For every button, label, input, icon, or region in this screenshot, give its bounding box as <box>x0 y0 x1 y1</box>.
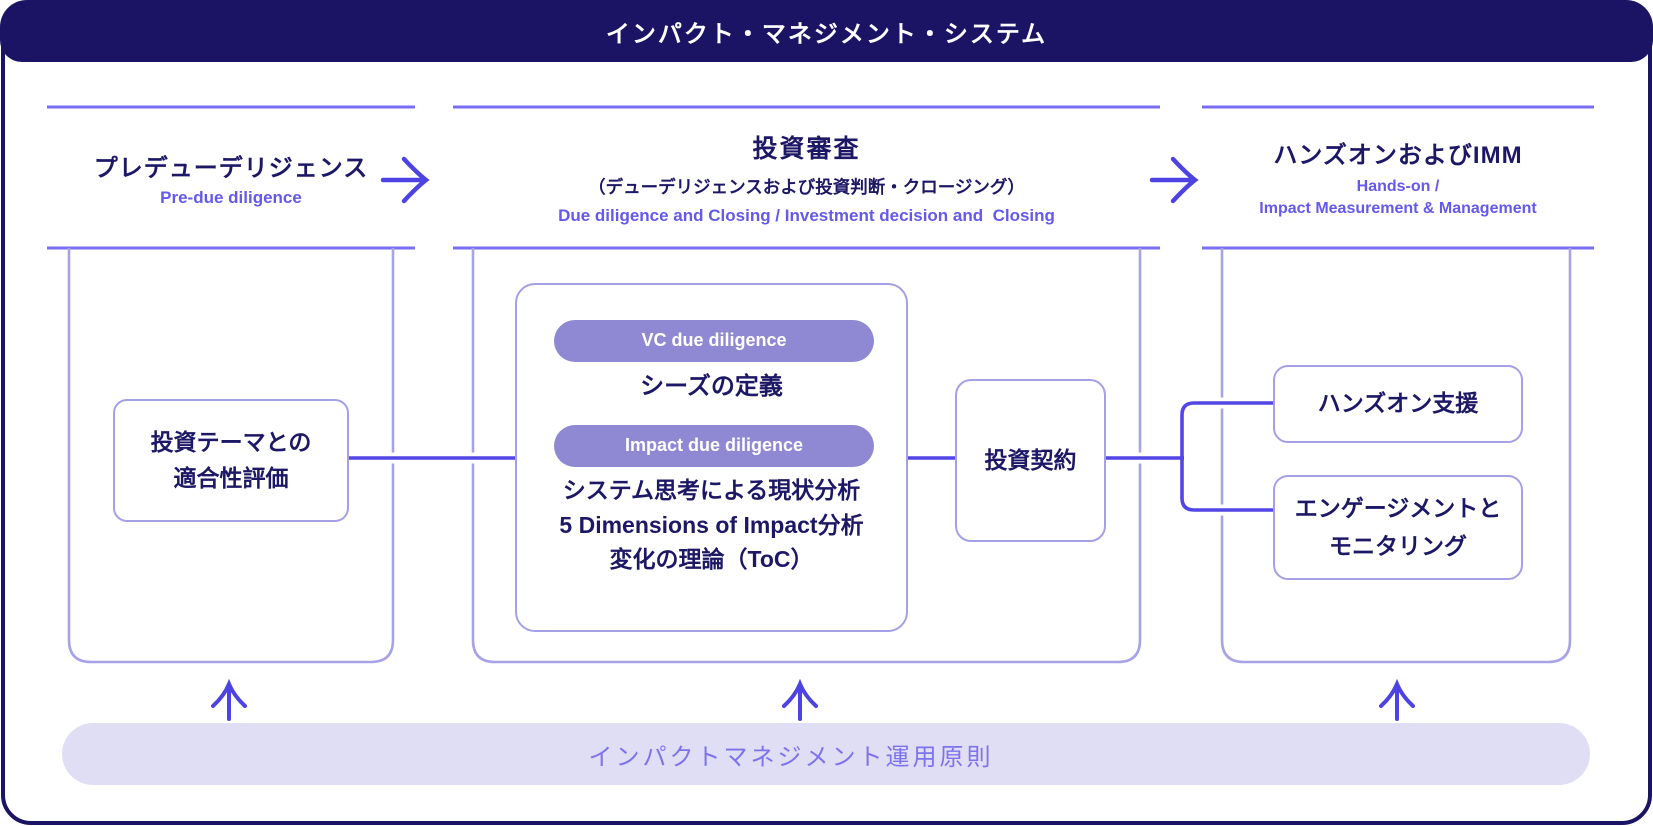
bracket-connector <box>1180 401 1280 512</box>
seeds-definition-label: シーズの定義 <box>640 373 783 400</box>
principles-bar: インパクトマネジメント運用原則 <box>62 723 1590 785</box>
phase-title: ハンズオンおよびIMM <box>1273 142 1523 170</box>
phase-header-handson: ハンズオンおよびIMM Hands-on / Impact Measuremen… <box>1202 107 1594 248</box>
analysis-lines: システム思考による現状分析 5 Dimensions of Impact分析 変… <box>517 473 906 577</box>
flow-connectors <box>340 401 1280 512</box>
vc-due-diligence-pill: VC due diligence <box>554 320 874 362</box>
analysis-line: 5 Dimensions of Impact分析 <box>559 511 864 538</box>
pre-phase-container <box>67 248 395 664</box>
arrow-up-icon <box>211 678 247 721</box>
principles-up-arrows <box>211 678 1415 721</box>
due-diligence-detail-box: VC due diligence シーズの定義 Impact due dilig… <box>515 283 908 632</box>
arrow-up-icon <box>782 678 818 721</box>
top-banner: インパクト・マネジメント・システム <box>0 0 1653 62</box>
phase-subtitle-ja: （デューデリジェンスおよび投資判断・クロージング） <box>588 177 1025 197</box>
arrow-up-icon <box>1379 678 1415 721</box>
screening-phase-container <box>471 248 1142 664</box>
phase-container-outlines <box>67 248 1572 664</box>
impact-due-diligence-pill: Impact due diligence <box>554 425 874 467</box>
analysis-line: システム思考による現状分析 <box>562 477 861 503</box>
principles-label: インパクトマネジメント運用原則 <box>588 743 994 771</box>
phase-subtitle-en: Hands-on / Impact Measurement & Manageme… <box>1259 178 1537 217</box>
engagement-monitoring-box: エンゲージメントと モニタリング <box>1273 475 1523 580</box>
investment-contract-box: 投資契約 <box>955 379 1106 542</box>
theme-fit-box: 投資テーマとの 適合性評価 <box>113 399 349 522</box>
phase-title: 投資審査 <box>752 135 861 163</box>
phase-subtitle-en: Due diligence and Closing / Investment d… <box>558 206 1055 225</box>
banner-title: インパクト・マネジメント・システム <box>605 20 1048 48</box>
phase-flow-arrows <box>380 156 1199 204</box>
arrow-right-icon <box>1149 156 1199 204</box>
phase-header-pre: プレデューデリジェンス Pre-due diligence <box>47 107 415 248</box>
phase-header-screening: 投資審査 （デューデリジェンスおよび投資判断・クロージング） Due dilig… <box>453 107 1160 248</box>
phase-title: プレデューデリジェンス <box>93 154 369 182</box>
header-divider-lines <box>47 105 1594 250</box>
handson-phase-container <box>1220 248 1572 664</box>
handson-support-box: ハンズオン支援 <box>1273 365 1523 443</box>
phase-subtitle-en: Pre-due diligence <box>160 187 302 207</box>
analysis-line: 変化の理論（ToC） <box>609 546 814 572</box>
arrow-right-icon <box>380 156 430 204</box>
